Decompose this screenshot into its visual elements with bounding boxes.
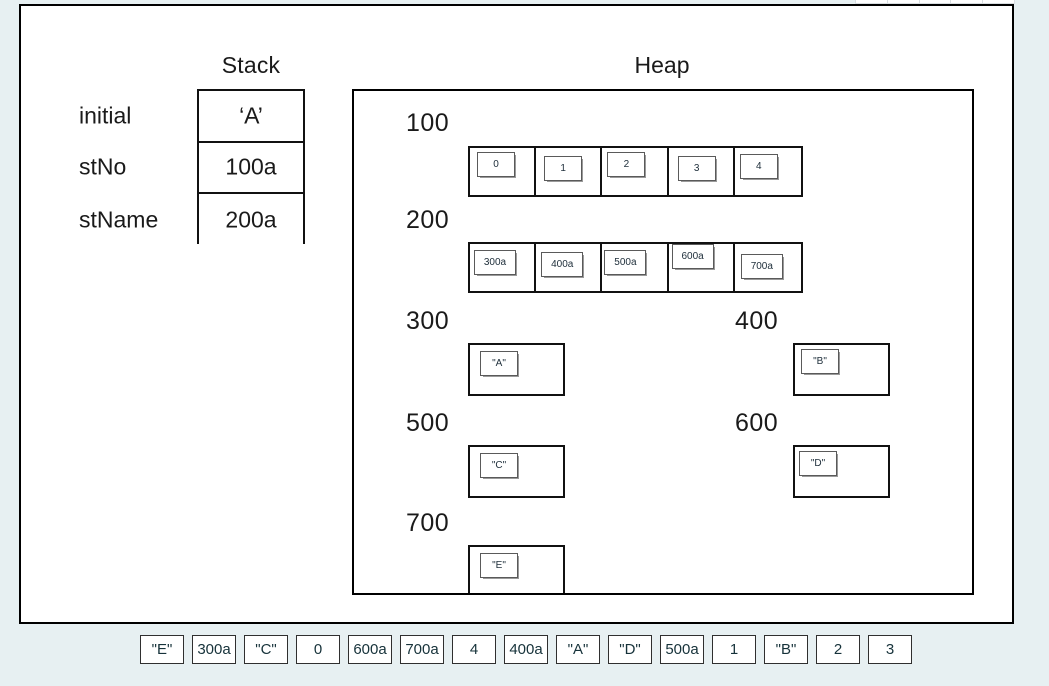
heap-address-label-200: 200 xyxy=(406,206,450,234)
stack-row-value: 100a xyxy=(225,153,277,180)
value-tile[interactable]: "E" xyxy=(480,553,518,578)
heap-container: 100 0 1 2 3 4 200 300a 400a xyxy=(352,89,974,595)
stack-row: stName 200a xyxy=(79,194,303,246)
heap-slot[interactable]: 1 xyxy=(536,148,603,195)
stack-title: Stack xyxy=(221,52,281,78)
tray-tile[interactable]: 1 xyxy=(712,635,756,664)
tray-tile[interactable]: 500a xyxy=(660,635,704,664)
stack-row-label: stNo xyxy=(79,153,127,180)
heap-address-label-400: 400 xyxy=(735,307,779,335)
heap-array-row-100: 0 1 2 3 4 xyxy=(468,146,803,197)
heap-slot[interactable]: 2 xyxy=(602,148,669,195)
tray-tile[interactable]: 300a xyxy=(192,635,236,664)
value-tile[interactable]: "D" xyxy=(799,451,837,476)
table-strip-cell xyxy=(951,0,984,3)
heap-slot[interactable]: 700a xyxy=(735,244,801,291)
stack-row-label: stName xyxy=(79,206,159,233)
stack-row: stNo 100a xyxy=(79,143,303,194)
heap-slot[interactable]: 500a xyxy=(602,244,669,291)
heap-box-500[interactable]: "C" xyxy=(468,445,565,498)
value-tile[interactable]: 600a xyxy=(671,244,714,269)
heap-address-label-600: 600 xyxy=(735,409,779,437)
value-tile[interactable]: "B" xyxy=(801,349,839,374)
value-tile[interactable]: 4 xyxy=(739,154,778,179)
heap-slot[interactable]: 300a xyxy=(470,244,537,291)
tray-tile[interactable]: "D" xyxy=(608,635,652,664)
heap-box-400[interactable]: "B" xyxy=(793,343,890,396)
stack-row-value: ‘A’ xyxy=(239,102,263,129)
tray-tile[interactable]: 400a xyxy=(504,635,548,664)
value-tile[interactable]: "C" xyxy=(480,453,518,478)
heap-box-700[interactable]: "E" xyxy=(468,545,565,593)
heap-address-label-100: 100 xyxy=(406,109,450,137)
heap-slot[interactable]: 4 xyxy=(735,148,801,195)
tile-tray: "E" 300a "C" 0 600a 700a 4 400a "A" "D" … xyxy=(140,635,912,664)
heap-title: Heap xyxy=(634,52,690,78)
heap-address-label-300: 300 xyxy=(406,307,450,335)
stack-row-label: initial xyxy=(79,102,132,129)
heap-slot[interactable]: 400a xyxy=(536,244,603,291)
value-tile[interactable]: 0 xyxy=(477,152,515,177)
value-tile[interactable]: 300a xyxy=(474,250,516,275)
stack-row-value: 200a xyxy=(225,206,277,233)
exercise-panel: Stack initial ‘A’ stNo 100a stName 200a … xyxy=(19,4,1014,624)
tray-tile[interactable]: "E" xyxy=(140,635,184,664)
value-tile[interactable]: 2 xyxy=(607,152,646,177)
tray-tile[interactable]: 2 xyxy=(816,635,860,664)
value-tile[interactable]: 400a xyxy=(541,252,584,277)
value-tile[interactable]: 3 xyxy=(677,156,716,181)
value-tile[interactable]: "A" xyxy=(480,351,518,376)
table-strip-cell xyxy=(888,0,920,3)
heap-slot[interactable]: 3 xyxy=(669,148,735,195)
value-tile[interactable]: 700a xyxy=(740,254,783,279)
value-tile[interactable]: 500a xyxy=(604,250,647,275)
stack-row: initial ‘A’ xyxy=(79,91,303,143)
table-strip-cell xyxy=(983,0,1014,3)
tray-tile[interactable]: "B" xyxy=(764,635,808,664)
tray-tile[interactable]: 3 xyxy=(868,635,912,664)
tray-tile[interactable]: 700a xyxy=(400,635,444,664)
heap-array-row-200: 300a 400a 500a 600a 700a xyxy=(468,242,803,293)
table-strip-cell xyxy=(920,0,952,3)
value-tile[interactable]: 1 xyxy=(544,156,583,181)
stack-table: initial ‘A’ stNo 100a stName 200a xyxy=(79,89,305,246)
table-strip-cell xyxy=(856,0,888,3)
tray-tile[interactable]: "C" xyxy=(244,635,288,664)
clipped-table-strip xyxy=(855,0,1015,4)
tray-tile[interactable]: "A" xyxy=(556,635,600,664)
tray-tile[interactable]: 4 xyxy=(452,635,496,664)
heap-slot[interactable]: 0 xyxy=(470,148,537,195)
heap-address-label-700: 700 xyxy=(406,509,450,537)
tray-tile[interactable]: 0 xyxy=(296,635,340,664)
tray-tile[interactable]: 600a xyxy=(348,635,392,664)
heap-box-600[interactable]: "D" xyxy=(793,445,890,498)
heap-slot[interactable]: 600a xyxy=(669,244,735,291)
heap-box-300[interactable]: "A" xyxy=(468,343,565,396)
heap-address-label-500: 500 xyxy=(406,409,450,437)
